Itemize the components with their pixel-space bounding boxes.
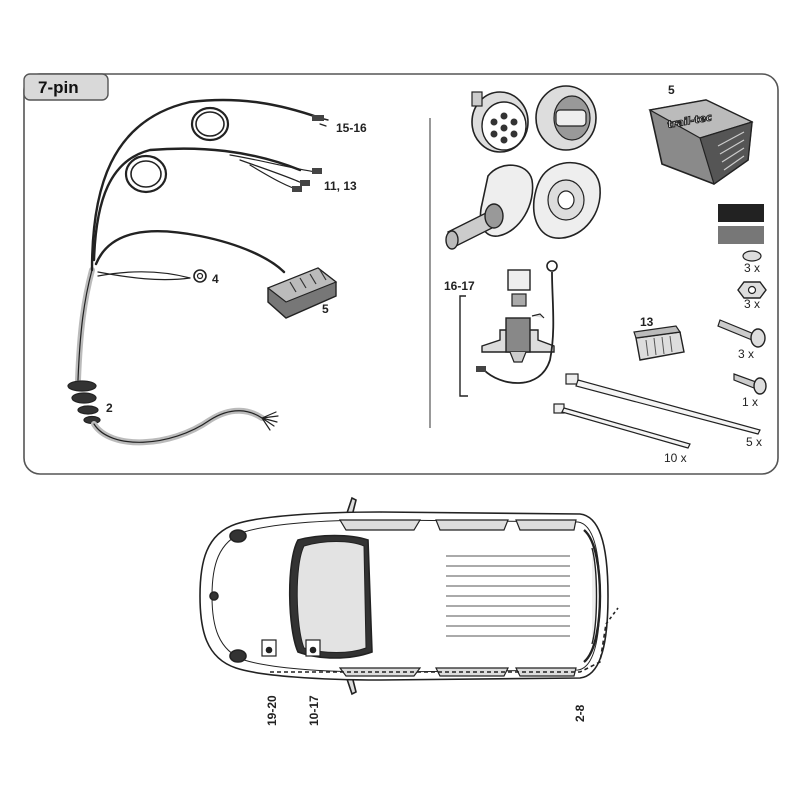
cable-tie-long — [565, 373, 761, 435]
nut-icon — [737, 281, 767, 299]
junction-block — [633, 325, 685, 361]
label-15-16: 15-16 — [336, 121, 367, 135]
qty-bolts: 3 x — [738, 347, 754, 361]
socket-rear — [471, 91, 529, 153]
label-2: 2 — [106, 401, 113, 415]
label-13: 13 — [640, 315, 654, 329]
wiring-harness — [67, 98, 329, 446]
label-16-17: 16-17 — [444, 279, 475, 293]
label-5-module: 5 — [668, 83, 675, 97]
qty-nuts: 3 x — [744, 297, 760, 311]
bolt-icon — [717, 319, 766, 348]
fuse-holder-assembly — [459, 260, 558, 397]
qty-ties-long: 5 x — [746, 435, 762, 449]
vehicle-label-10-17: 10-17 — [307, 695, 321, 726]
qty-ties-short: 10 x — [664, 451, 687, 465]
harness-connector — [266, 267, 338, 319]
socket-cover — [535, 85, 597, 151]
control-module: trail-tec — [648, 99, 754, 185]
screw-icon — [733, 373, 767, 395]
socket-gasket — [445, 164, 534, 250]
mounting-plate — [532, 161, 601, 239]
washer-icon — [742, 250, 762, 262]
label-5-connector: 5 — [322, 302, 329, 316]
kit-title: 7-pin — [38, 78, 79, 97]
vehicle-label-19-20: 19-20 — [265, 695, 279, 726]
label-4: 4 — [212, 272, 219, 286]
qty-screws: 1 x — [742, 395, 758, 409]
title-tab — [23, 73, 109, 101]
vehicle-label-2-8: 2-8 — [573, 704, 587, 722]
vehicle-top-view — [199, 496, 619, 696]
qty-pads: 3 x — [744, 261, 760, 275]
adhesive-pads — [718, 204, 764, 244]
label-11-13: 11, 13 — [324, 179, 357, 193]
cable-tie-short — [553, 403, 691, 449]
